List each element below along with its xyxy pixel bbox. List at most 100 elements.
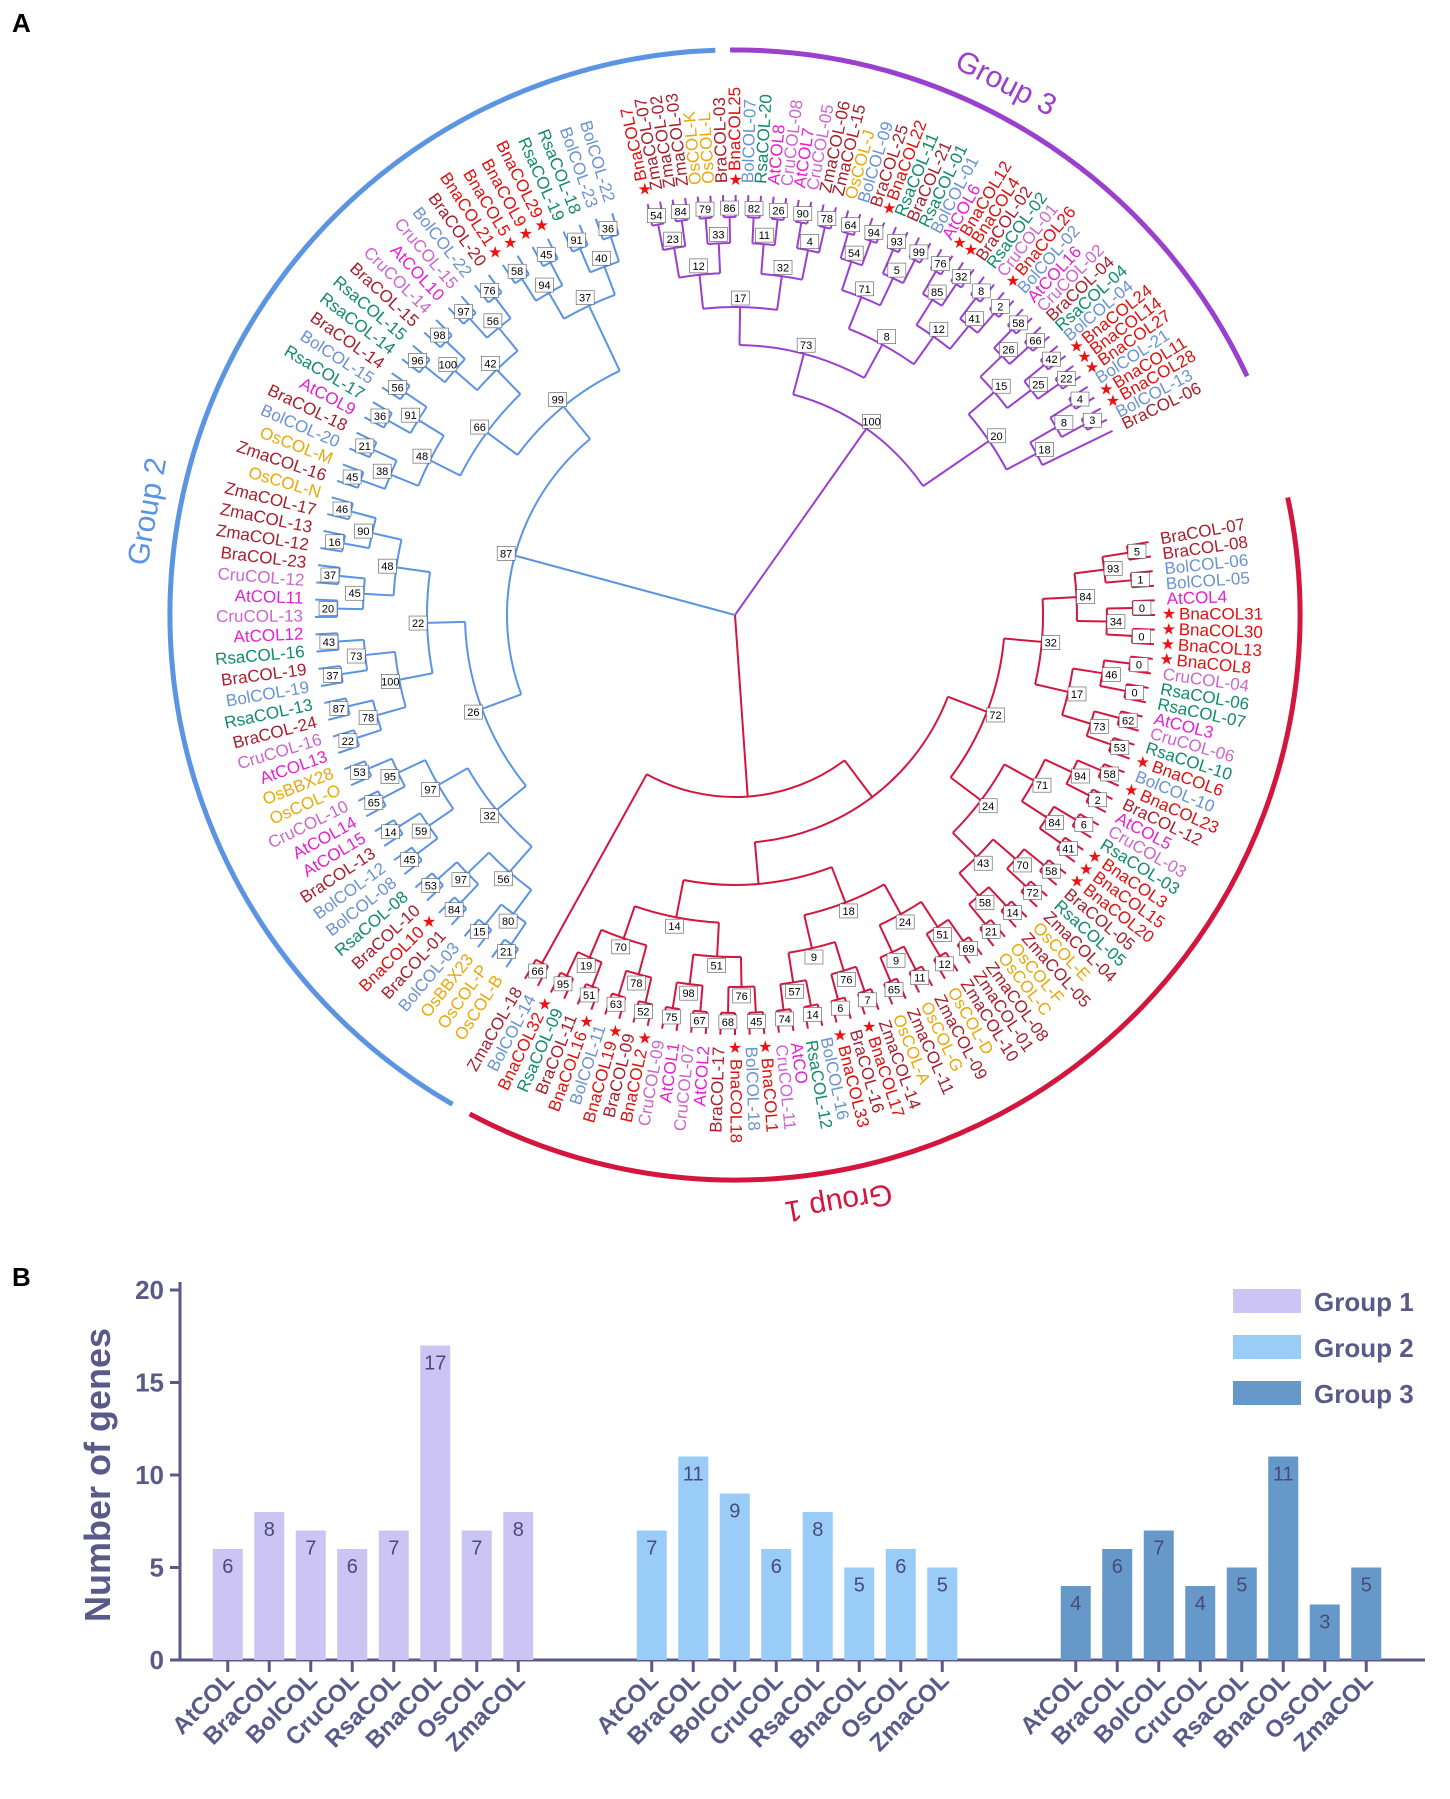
leaf-label: AtCOL12 <box>233 624 304 646</box>
bootstrap-value: 51 <box>711 961 723 973</box>
bootstrap-value: 99 <box>913 247 925 259</box>
bar-value-label: 11 <box>1273 1464 1294 1486</box>
bootstrap-value: 1 <box>1137 575 1143 587</box>
bootstrap-value: 36 <box>374 411 386 423</box>
bootstrap-value: 6 <box>1081 820 1087 832</box>
bootstrap-value: 82 <box>748 203 760 215</box>
bootstrap-value: 45 <box>540 249 552 261</box>
bootstrap-value: 95 <box>384 772 396 784</box>
bar <box>212 1549 243 1660</box>
bootstrap-value: 65 <box>368 798 380 810</box>
bootstrap-value: 76 <box>483 285 495 297</box>
bootstrap-value: 57 <box>788 986 800 998</box>
bootstrap-value: 71 <box>859 284 871 296</box>
bootstrap-value: 21 <box>500 947 512 959</box>
bootstrap-value: 22 <box>342 736 354 748</box>
bootstrap-value: 9 <box>893 955 899 967</box>
bootstrap-value: 26 <box>772 205 784 217</box>
bar-value-label: 4 <box>1070 1593 1081 1615</box>
bootstrap-value: 22 <box>412 618 424 630</box>
legend-label: Group 3 <box>1314 1379 1414 1409</box>
star-icon: ★ <box>503 235 517 252</box>
star-icon: ★ <box>1088 849 1102 866</box>
bootstrap-value: 84 <box>448 905 460 917</box>
legend-swatch <box>1233 1335 1301 1359</box>
bootstrap-value: 8 <box>884 332 890 344</box>
bootstrap-value: 15 <box>473 927 485 939</box>
bar <box>1268 1456 1299 1660</box>
bootstrap-value: 20 <box>990 431 1002 443</box>
bootstrap-value: 2 <box>1095 795 1101 807</box>
bootstrap-value: 42 <box>1045 354 1057 366</box>
bootstrap-value: 74 <box>778 1014 790 1026</box>
bootstrap-value: 4 <box>807 236 813 248</box>
bootstrap-value: 7 <box>864 995 870 1007</box>
bootstrap-value: 53 <box>425 880 437 892</box>
bar-value-label: 17 <box>424 1353 446 1375</box>
legend-swatch <box>1233 1381 1301 1405</box>
bar-value-label: 7 <box>646 1538 657 1560</box>
star-icon: ★ <box>1079 861 1093 878</box>
bootstrap-value: 48 <box>381 561 393 573</box>
group-arc <box>730 47 1250 378</box>
bootstrap-value: 70 <box>615 942 627 954</box>
bar-value-label: 7 <box>305 1538 316 1560</box>
star-icon: ★ <box>1069 338 1083 355</box>
bootstrap-value: 11 <box>914 973 925 985</box>
bootstrap-value: 9 <box>811 952 817 964</box>
leaf-label: BnaCOL18 <box>727 1059 746 1143</box>
tree-g2: Group 2211584534514655322873743203716464… <box>122 47 736 1107</box>
bootstrap-value: 76 <box>736 991 748 1003</box>
bootstrap-value: 0 <box>1139 603 1145 615</box>
bootstrap-value: 58 <box>979 898 991 910</box>
bootstrap-value: 76 <box>840 974 852 986</box>
series-2: 7AtCOL11BraCOL9BolCOL6CruCOL8RsaCOL5BnaC… <box>591 1456 958 1757</box>
bootstrap-value: 21 <box>359 441 371 453</box>
bootstrap-value: 84 <box>1079 592 1091 604</box>
bootstrap-value: 22 <box>1060 374 1072 386</box>
bootstrap-value: 72 <box>989 710 1001 722</box>
bootstrap-value: 43 <box>323 637 335 649</box>
bootstrap-value: 80 <box>502 916 514 928</box>
bar-value-label: 11 <box>683 1464 704 1486</box>
bootstrap-value: 37 <box>324 570 336 582</box>
bootstrap-value: 24 <box>899 917 911 929</box>
star-icon: ★ <box>579 1014 593 1031</box>
bar-value-label: 6 <box>895 1556 906 1578</box>
y-tick-label: 20 <box>135 1275 164 1305</box>
bootstrap-value: 41 <box>1062 843 1074 855</box>
star-icon: ★ <box>758 1039 772 1056</box>
star-icon: ★ <box>1106 393 1120 410</box>
leaf-label: BnaCOL30 <box>1178 620 1263 642</box>
tree-g1: Group 1510000625358264158721421691211657… <box>463 496 1303 1228</box>
bootstrap-value: 100 <box>862 416 880 428</box>
bootstrap-value: 91 <box>570 235 582 247</box>
bootstrap-value: 43 <box>977 858 989 870</box>
star-icon: ★ <box>1006 273 1020 290</box>
group-arc <box>167 47 716 1107</box>
bar <box>802 1512 833 1660</box>
leaf-label: BolCOL-18 <box>742 1046 764 1131</box>
bootstrap-value: 32 <box>955 272 967 284</box>
bar-value-label: 6 <box>1112 1556 1123 1578</box>
leaf-label: OsCOL-L <box>695 112 718 185</box>
bootstrap-value: 58 <box>1012 318 1024 330</box>
branches: 2115845345146553228737432037164645213656… <box>315 213 736 968</box>
star-icon: ★ <box>1162 606 1176 623</box>
bootstrap-value: 99 <box>552 395 564 407</box>
bootstrap-value: 66 <box>474 422 486 434</box>
group-arc <box>468 496 1303 1183</box>
bootstrap-value: 2 <box>997 301 1003 313</box>
bootstrap-value: 21 <box>985 926 997 938</box>
bar <box>1143 1530 1174 1660</box>
bar-value-label: 7 <box>1153 1538 1164 1560</box>
bar <box>1060 1586 1091 1660</box>
leaf-label: CruCOL-13 <box>216 607 303 626</box>
leaf-label: AtCOL4 <box>1166 587 1227 608</box>
star-icon: ★ <box>1162 621 1176 638</box>
bootstrap-value: 58 <box>511 266 523 278</box>
